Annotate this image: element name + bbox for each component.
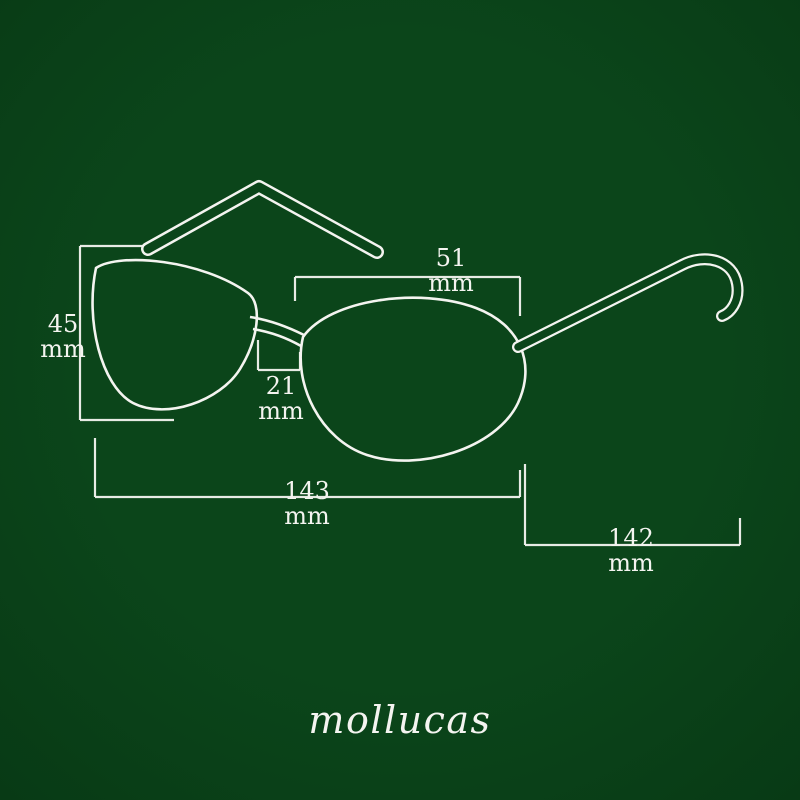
brand-logo-text: mollucas (308, 698, 492, 742)
frame-width-label: 143 mm (284, 477, 330, 531)
bridge-width-value: 21 (265, 372, 297, 400)
bridge-width-unit: mm (258, 397, 304, 426)
lens-height-unit: mm (40, 335, 86, 364)
lens-width-value: 51 (435, 244, 467, 272)
bridge-bar-bottom (252, 327, 302, 348)
left-temple-arm (141, 180, 384, 259)
lens-width-unit: mm (428, 269, 474, 298)
frame-width-value: 143 (284, 477, 330, 505)
right-lens (299, 296, 527, 462)
temple-length-value: 142 (608, 524, 654, 552)
lens-width-label: 51 mm (428, 244, 474, 298)
sunglasses-outline (91, 180, 744, 462)
temple-length-label: 142 mm (608, 524, 654, 578)
temple-length-unit: mm (608, 549, 654, 578)
left-lens (91, 258, 259, 411)
frame-width-unit: mm (284, 502, 330, 531)
dimension-lines (78, 244, 742, 547)
lens-height-label: 45 mm (40, 310, 86, 364)
lens-height-value: 45 (47, 310, 79, 338)
bridge-bar-top (249, 315, 305, 337)
bridge-width-label: 21 mm (258, 372, 304, 426)
